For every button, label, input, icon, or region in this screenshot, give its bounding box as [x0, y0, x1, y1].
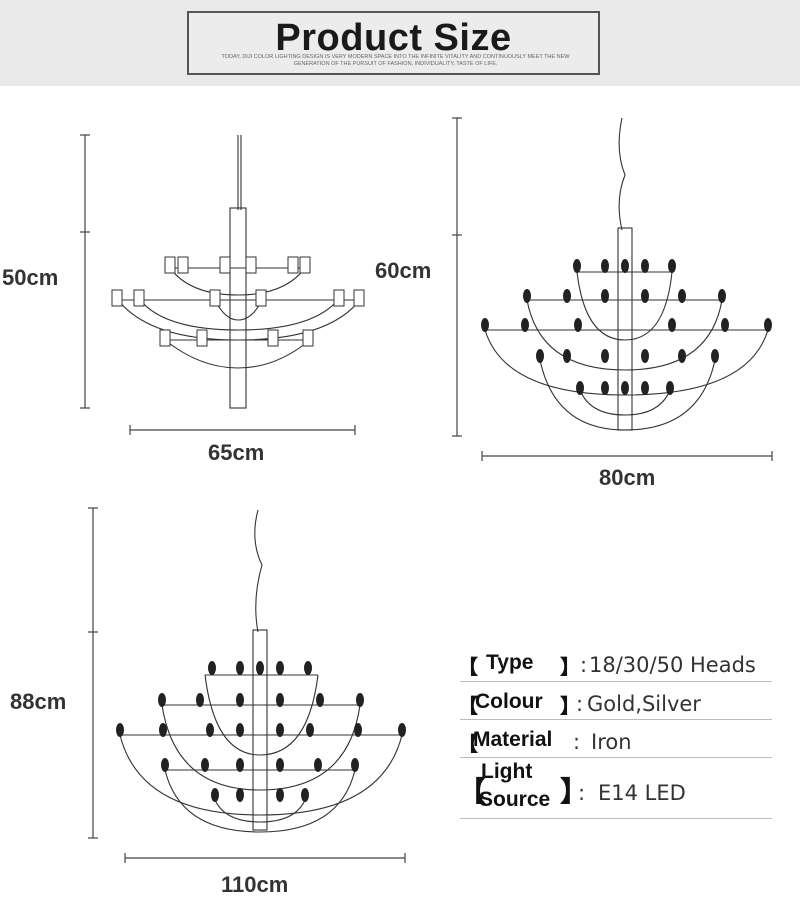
- dim-height-18: 50cm: [2, 265, 59, 290]
- dim-height-50: 88cm: [10, 689, 67, 714]
- chandelier-30-bulbs: [481, 259, 772, 395]
- title-box: Product Size TODAY, DIJI COLOR LIGHTING …: [187, 11, 600, 75]
- spec-divider: [460, 757, 772, 758]
- dimension-lines: [80, 117, 773, 863]
- dim-width-18: 65cm: [208, 440, 265, 465]
- bracket-open: 【: [458, 696, 478, 718]
- spec-divider: [460, 681, 772, 682]
- bracket-close: 】: [560, 657, 580, 679]
- page-title: Product Size: [275, 17, 512, 59]
- tagline-line-1: TODAY, DIJI COLOR LIGHTING DESIGN IS VER…: [221, 54, 570, 60]
- spec-colour-label: Colour: [475, 690, 543, 713]
- bracket-open: 【: [458, 776, 487, 807]
- dim-width-50: 110cm: [221, 872, 289, 897]
- spec-light-value: E14 LED: [598, 781, 686, 805]
- bracket-open: 【: [458, 657, 478, 679]
- bracket-open: 【: [458, 734, 478, 756]
- spec-divider: [460, 818, 772, 819]
- spec-type-label: Type: [486, 651, 534, 674]
- spec-colour-value: Gold,Silver: [587, 692, 701, 716]
- chandelier-18-heads: [117, 135, 361, 409]
- spec-type-colon: :: [580, 653, 588, 677]
- spec-material-label: Material: [473, 728, 553, 751]
- chandelier-18-bulbs: [111, 256, 365, 347]
- dim-height-30: 60cm: [375, 258, 432, 283]
- bracket-close: 】: [560, 776, 589, 807]
- tagline-line-2: GENERATION OF THE PURSUIT OF FASHION, IN…: [293, 61, 498, 67]
- spec-light-label-2: Source: [479, 788, 551, 811]
- spec-light-label-1: Light: [481, 760, 533, 783]
- spec-colour-colon: :: [576, 692, 584, 716]
- spec-light-colon: :: [578, 781, 586, 805]
- spec-material-colon: :: [573, 730, 581, 754]
- chandelier-50-heads: [119, 509, 403, 833]
- spec-material-value: Iron: [591, 730, 632, 754]
- chandelier-50-bulbs: [116, 661, 406, 802]
- spec-type-value: 18/30/50 Heads: [589, 653, 756, 677]
- spec-divider: [460, 719, 772, 720]
- dim-width-30: 80cm: [599, 465, 656, 490]
- bracket-close: 】: [560, 696, 580, 718]
